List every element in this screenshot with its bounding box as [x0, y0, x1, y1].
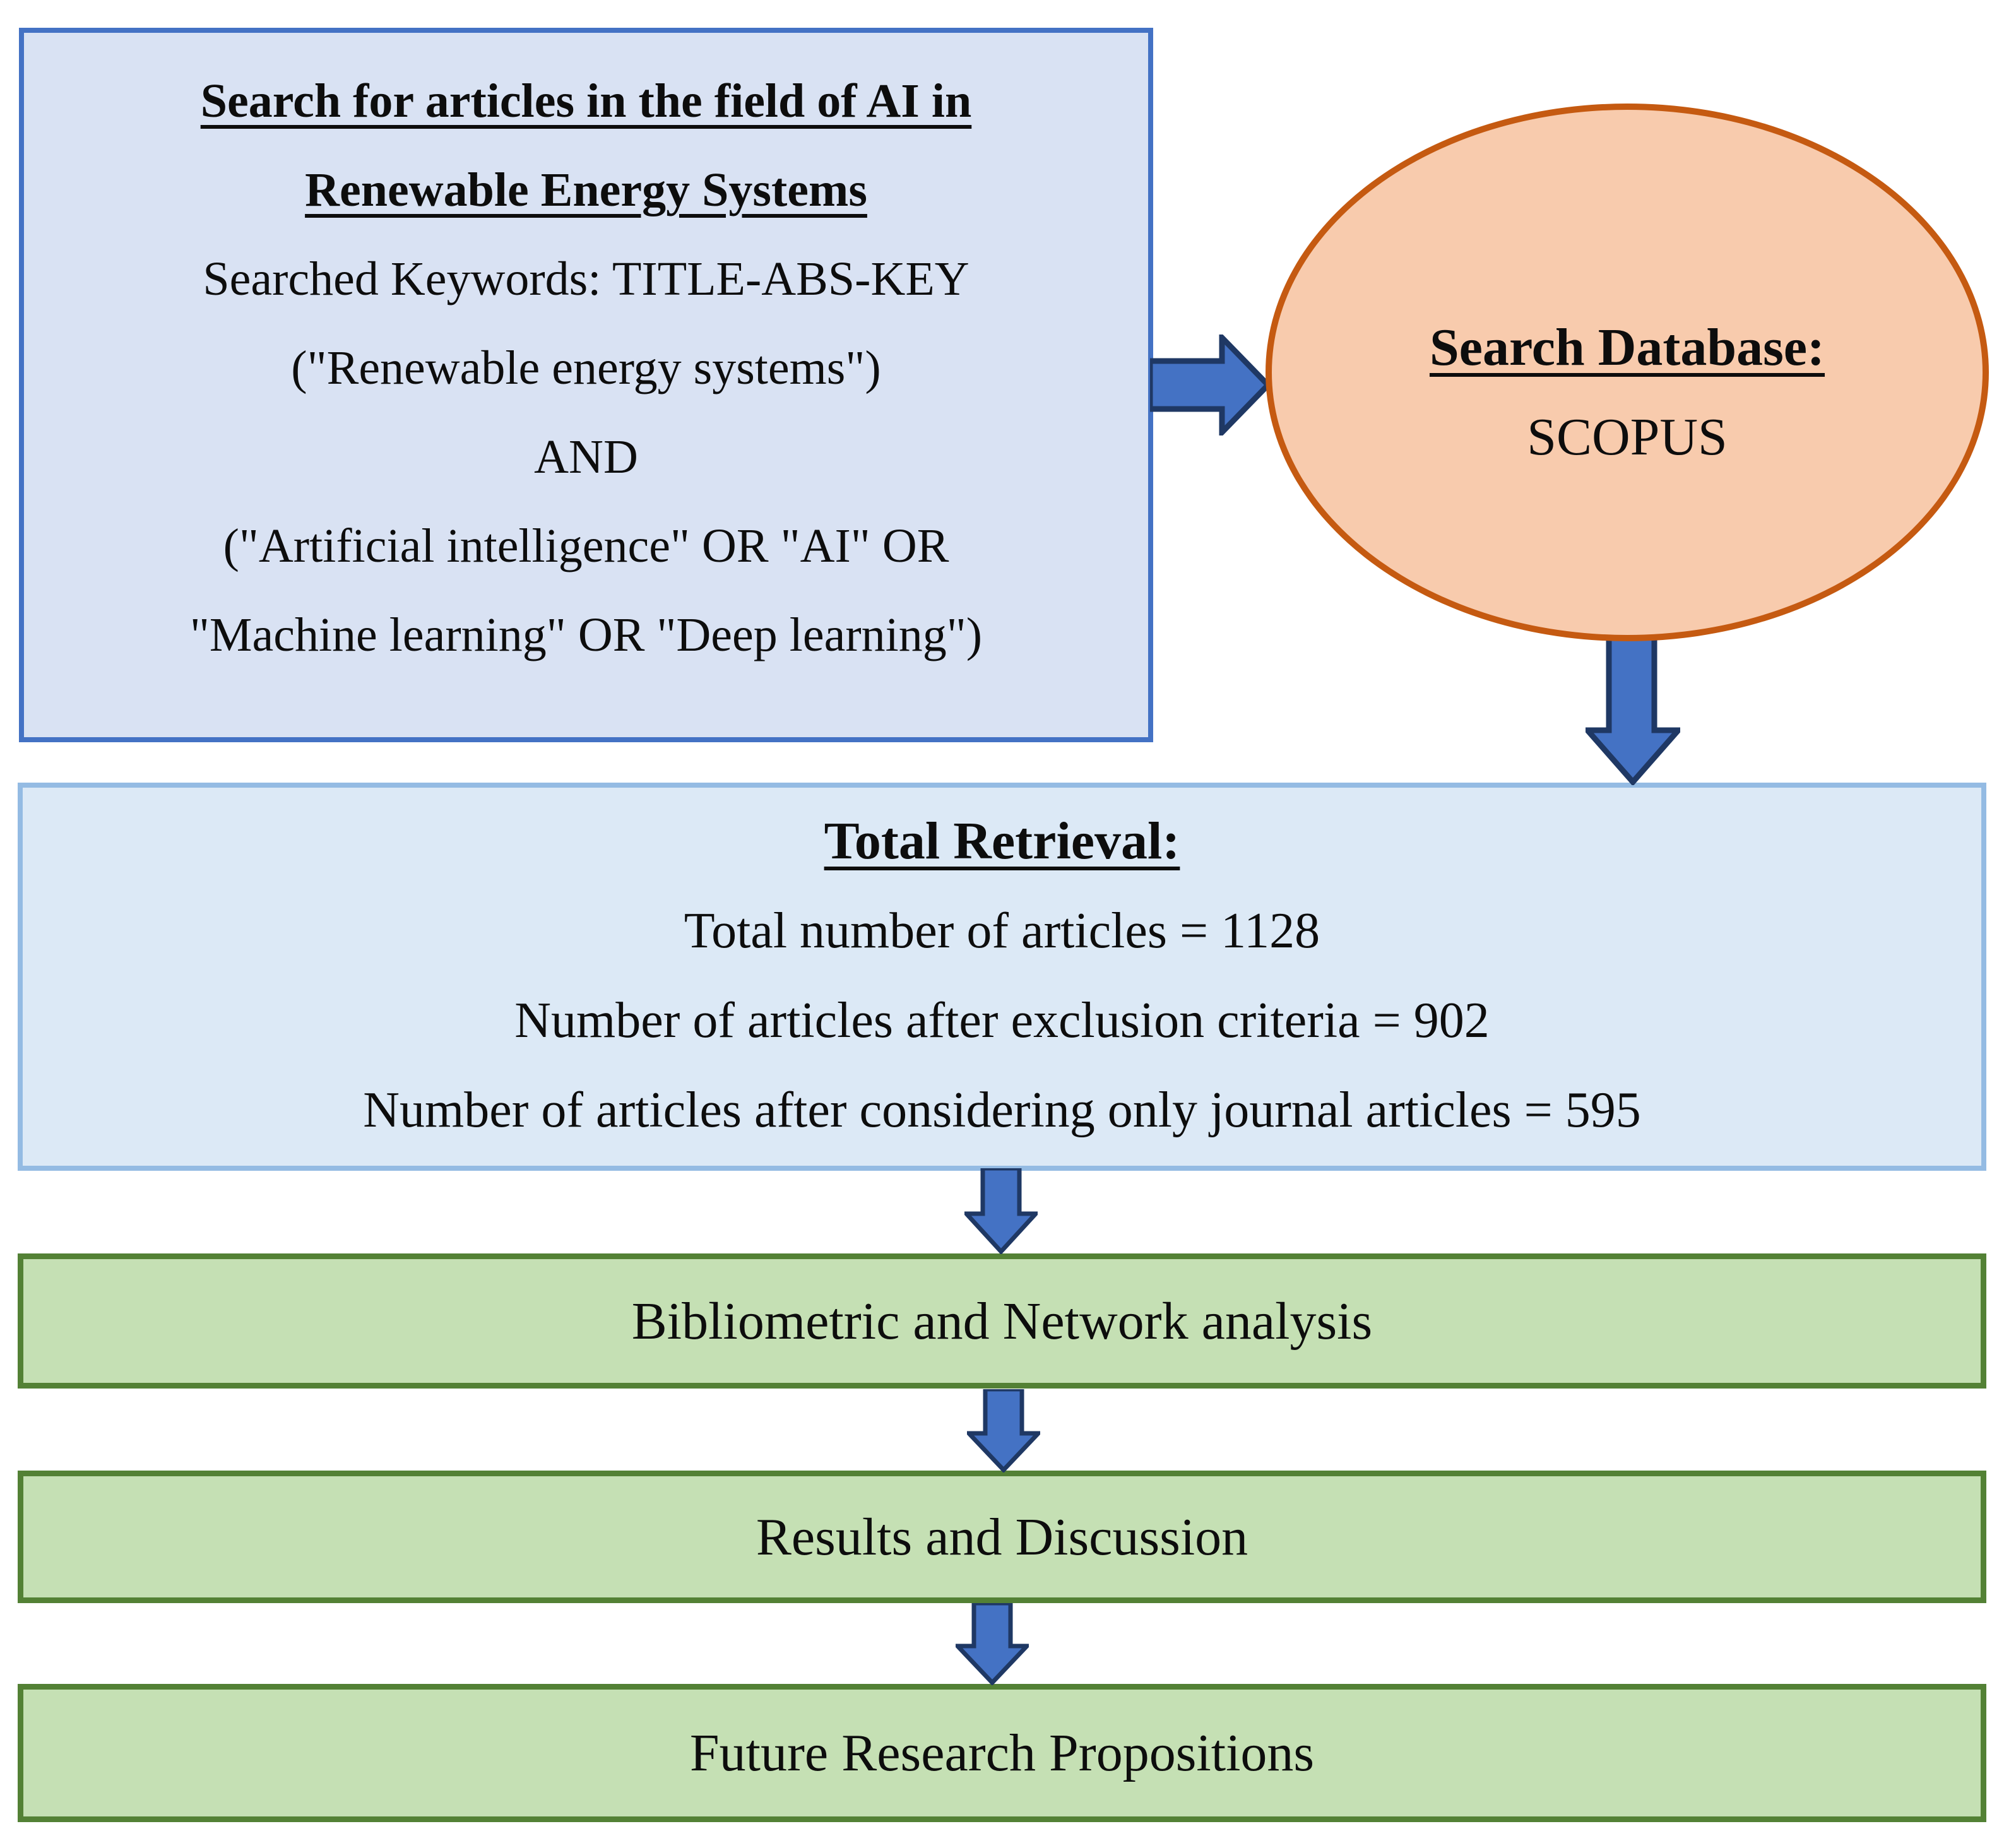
search-keywords-line: ("Renewable energy systems") — [291, 341, 881, 394]
flow-arrow-down-icon — [1586, 634, 1680, 785]
flow-arrow-right-icon — [1150, 335, 1271, 435]
search-keywords-line: "Machine learning" OR "Deep learning") — [189, 608, 983, 661]
stage-label: Bibliometric and Network analysis — [631, 1291, 1373, 1351]
retrieval-title: Total Retrieval: — [824, 812, 1180, 870]
search-box-title-line2: Renewable Energy Systems — [305, 163, 867, 216]
stage-results-discussion: Results and Discussion — [18, 1471, 1986, 1603]
search-box-title-line1: Search for articles in the field of AI i… — [200, 74, 972, 127]
search-keywords-line: AND — [534, 430, 638, 483]
stage-bibliometric-analysis: Bibliometric and Network analysis — [18, 1253, 1986, 1389]
search-keywords-line: ("Artificial intelligence" OR "AI" OR — [223, 519, 949, 572]
stage-label: Results and Discussion — [756, 1507, 1248, 1567]
search-keywords-line: Searched Keywords: TITLE-ABS-KEY — [203, 252, 969, 305]
search-criteria-box: Search for articles in the field of AI i… — [19, 28, 1153, 742]
flow-arrow-down-icon — [964, 1168, 1038, 1254]
stage-label: Future Research Propositions — [689, 1724, 1315, 1782]
flow-arrow-down-icon — [956, 1603, 1029, 1685]
retrieval-stat-line: Number of articles after exclusion crite… — [514, 993, 1490, 1048]
retrieval-stat-line: Number of articles after considering onl… — [363, 1082, 1641, 1138]
retrieval-stat-line: Total number of articles = 1128 — [684, 903, 1320, 959]
stage-future-research: Future Research Propositions — [18, 1684, 1986, 1822]
database-name: SCOPUS — [1527, 408, 1728, 466]
total-retrieval-box: Total Retrieval: Total number of article… — [18, 783, 1986, 1171]
flow-arrow-down-icon — [967, 1389, 1040, 1472]
search-database-ellipse: Search Database: SCOPUS — [1266, 104, 1989, 641]
database-title: Search Database: — [1429, 318, 1825, 377]
